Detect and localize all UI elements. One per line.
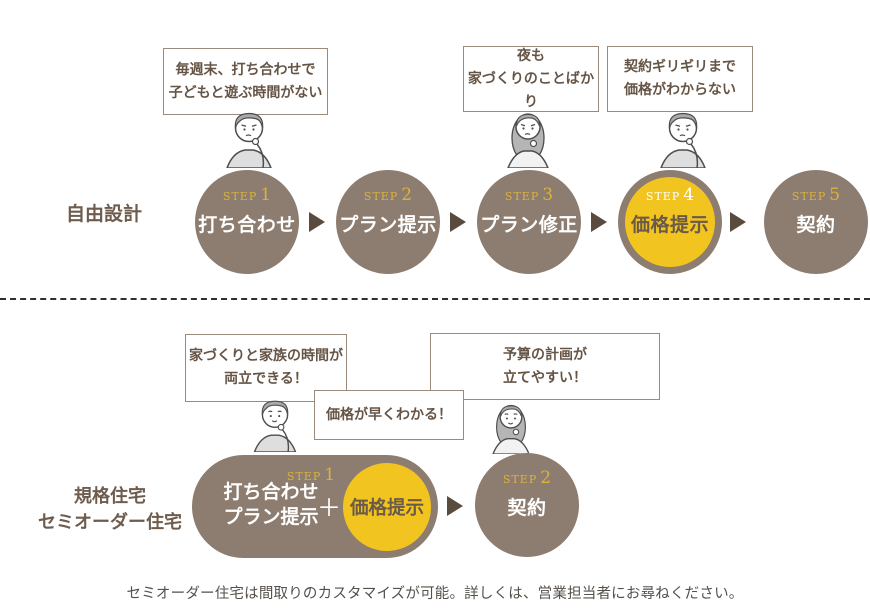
- arrow-right-icon: [309, 212, 325, 232]
- step-title: 価格提示: [349, 498, 424, 519]
- row-label-free-design: 自由設計: [65, 203, 142, 225]
- plus-sign: ＋: [317, 494, 341, 522]
- step-title: プラン修正: [480, 214, 578, 236]
- woman-happy-illustration: [492, 404, 530, 454]
- bubble-line: 価格がわからない: [624, 82, 736, 98]
- dashed-divider: [0, 298, 870, 300]
- speech-bubble-price-early: 価格が早くわかる！: [314, 390, 464, 440]
- row-label-line: 規格住宅: [74, 486, 146, 507]
- row-label-line: セミオーダー住宅: [38, 512, 182, 533]
- price-presentation-highlight-circle: 価格提示: [343, 463, 431, 551]
- step-title: 契約: [796, 214, 836, 236]
- bubble-line: 両立できる！: [224, 371, 308, 387]
- man-worried-illustration: [660, 112, 706, 168]
- step-title: 価格提示: [630, 214, 709, 236]
- step-title: プラン提示: [339, 214, 437, 236]
- pill-title-line: プラン提示: [223, 506, 319, 528]
- bubble-line: 毎週末、打ち合わせで: [175, 61, 316, 78]
- bubble-line: 夜も: [517, 47, 545, 64]
- pill-title-line: 打ち合わせ: [223, 481, 319, 503]
- footnote-caption: セミオーダー住宅は間取りのカスタマイズが可能。詳しくは、営業担当者にお尋ねくださ…: [126, 586, 744, 602]
- step-title: 打ち合わせ: [198, 214, 296, 236]
- step-title: 契約: [507, 497, 547, 519]
- woman-worried-illustration: [507, 113, 549, 168]
- speech-bubble-budget-planning: 予算の計画が 立てやすい！: [430, 333, 660, 400]
- bubble-line: 予算の計画が: [503, 346, 587, 363]
- arrow-right-icon: [730, 212, 746, 232]
- bubble-line: 子どもと遊ぶ時間がない: [168, 84, 323, 101]
- bubble-line: 立てやすい！: [503, 369, 587, 386]
- bubble-line: 価格が早くわかる！: [326, 406, 452, 423]
- arrow-right-icon: [450, 212, 466, 232]
- bubble-line: 契約ギリギリまで: [624, 59, 736, 75]
- row-label-standard-housing: 規格住宅 セミオーダー住宅: [8, 484, 212, 536]
- speech-bubble-price-unknown: 契約ギリギリまで 価格がわからない: [607, 46, 753, 112]
- man-worried-illustration: [226, 112, 272, 168]
- speech-bubble-night-thoughts: 夜も 家づくりのことばかり: [463, 46, 599, 112]
- speech-bubble-no-weekend-time: 毎週末、打ち合わせで 子どもと遊ぶ時間がない: [163, 48, 328, 115]
- pill-step-titles: 打ち合わせ プラン提示: [212, 480, 330, 530]
- arrow-right-icon: [591, 212, 607, 232]
- man-happy-illustration: [253, 400, 297, 452]
- arrow-right-icon: [447, 496, 463, 516]
- bubble-line: 家づくりと家族の時間が: [189, 348, 343, 364]
- bubble-line: 家づくりのことばかり: [467, 70, 595, 110]
